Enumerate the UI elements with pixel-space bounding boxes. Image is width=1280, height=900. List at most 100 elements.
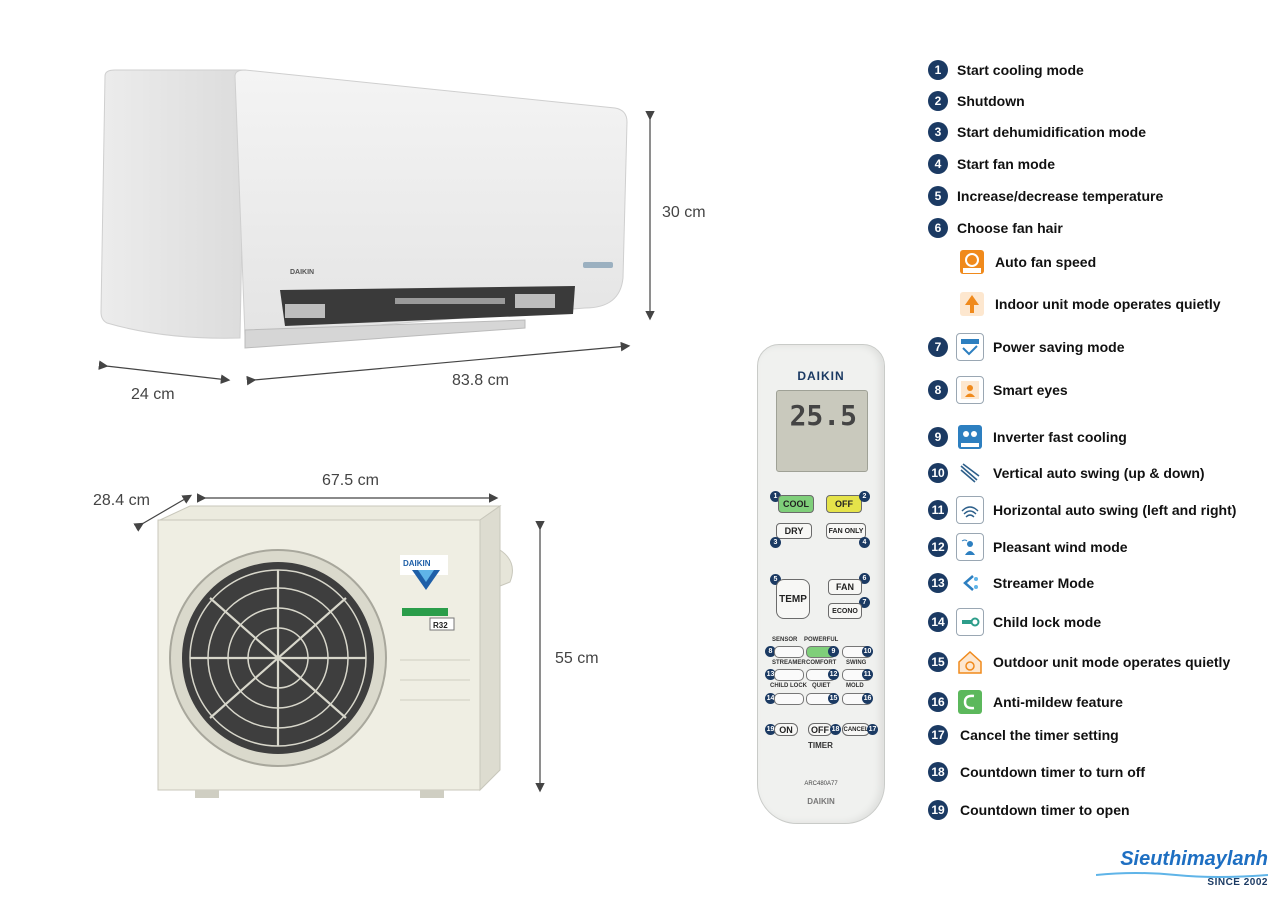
- refrigerant-label: R32: [433, 621, 448, 630]
- off-button[interactable]: OFF: [826, 495, 862, 513]
- vertical-swing-icon: [956, 459, 984, 487]
- legend-item-19: 19 Countdown timer to open: [928, 800, 1130, 820]
- legend-label: Start dehumidification mode: [957, 124, 1147, 140]
- outdoor-depth-label: 28.4 cm: [93, 492, 150, 509]
- legend-label: Smart eyes: [993, 382, 1068, 398]
- indoor-height-label: 30 cm: [662, 204, 706, 221]
- legend-label: Shutdown: [957, 93, 1025, 109]
- fan-button[interactable]: FAN: [828, 579, 862, 595]
- quiet-indoor-icon: [958, 290, 986, 318]
- temp-button[interactable]: TEMP: [776, 579, 810, 619]
- legend-label: Child lock mode: [993, 614, 1102, 630]
- legend-item-4: 4 Start fan mode: [928, 154, 1055, 174]
- remote-num-4: 4: [859, 537, 870, 548]
- legend-label: Countdown timer to turn off: [960, 764, 1146, 780]
- remote-num-9: 9: [828, 646, 839, 657]
- legend-item-auto-fan: Auto fan speed: [950, 248, 1096, 276]
- remote-num-8: 8: [765, 646, 776, 657]
- smart-eye-icon: [956, 376, 984, 404]
- legend-item-7: 7 Power saving mode: [928, 333, 1124, 361]
- legend-item-14: 14 Child lock mode: [928, 608, 1101, 636]
- legend-badge: 18: [928, 762, 948, 782]
- remote-num-2: 2: [859, 491, 870, 502]
- remote-bottom-brand: DAIKIN: [807, 797, 835, 806]
- legend-item-1: 1 Start cooling mode: [928, 60, 1084, 80]
- legend-item-16: 16 Anti-mildew feature: [928, 688, 1123, 716]
- logo-name: Sieuthimaylanh: [1120, 848, 1268, 870]
- inverter-icon: [956, 423, 984, 451]
- legend-label: Outdoor unit mode operates quietly: [993, 654, 1231, 670]
- timer-on-button[interactable]: ON: [774, 723, 798, 736]
- remote-brand: DAIKIN: [797, 369, 845, 383]
- remote-num-19: 19: [765, 724, 776, 735]
- legend-item-12: 12 Pleasant wind mode: [928, 533, 1128, 561]
- key-icon: [956, 608, 984, 636]
- legend-badge: 19: [928, 800, 948, 820]
- swing-label: SWING: [846, 660, 867, 666]
- legend-badge: 14: [928, 612, 948, 632]
- child-lock-label: CHILD LOCK: [770, 683, 807, 689]
- cool-button[interactable]: COOL: [778, 495, 814, 513]
- legend-item-9: 9 Inverter fast cooling: [928, 423, 1127, 451]
- dry-button[interactable]: DRY: [776, 523, 812, 539]
- sensor-button[interactable]: [774, 646, 804, 658]
- outdoor-brand: DAIKIN: [403, 559, 431, 568]
- indoor-brand: DAIKIN: [290, 269, 314, 276]
- remote-num-14: 14: [765, 693, 776, 704]
- remote-num-17: 17: [867, 724, 878, 735]
- legend-label: Choose fan hair: [957, 220, 1063, 236]
- legend-badge: 17: [928, 725, 948, 745]
- quiet-label: QUIET: [812, 683, 831, 689]
- indoor-unit: DAIKIN: [95, 68, 635, 358]
- legend-item-13: 13 Streamer Mode: [928, 569, 1094, 597]
- sensor-label: SENSOR: [772, 637, 798, 643]
- legend-item-17: 17 Cancel the timer setting: [928, 725, 1119, 745]
- legend-label: Vertical auto swing (up & down): [993, 465, 1205, 481]
- remote-num-18: 18: [830, 724, 841, 735]
- legend-item-quiet-indoor: Indoor unit mode operates quietly: [950, 290, 1221, 318]
- legend-badge: 16: [928, 692, 948, 712]
- fan-only-button[interactable]: FAN ONLY: [826, 523, 866, 539]
- econo-icon: [956, 333, 984, 361]
- horizontal-swing-icon: [956, 496, 984, 524]
- legend-label: Pleasant wind mode: [993, 539, 1128, 555]
- outdoor-unit: DAIKIN R32: [150, 500, 530, 810]
- remote-num-12: 12: [828, 669, 839, 680]
- streamer-button[interactable]: [774, 669, 804, 681]
- mildew-icon: [956, 688, 984, 716]
- legend-label: Inverter fast cooling: [993, 429, 1127, 445]
- outdoor-width-label: 67.5 cm: [322, 472, 379, 489]
- outdoor-height-label: 55 cm: [555, 650, 599, 667]
- remote-num-6: 6: [859, 573, 870, 584]
- legend-label: Anti-mildew feature: [993, 694, 1123, 710]
- legend-label: Indoor unit mode operates quietly: [995, 296, 1221, 312]
- legend-badge: 10: [928, 463, 948, 483]
- auto-fan-icon: [958, 248, 986, 276]
- child-lock-button[interactable]: [774, 693, 804, 705]
- remote-num-11: 11: [862, 669, 873, 680]
- legend-item-2: 2 Shutdown: [928, 91, 1025, 111]
- remote-num-15: 15: [828, 693, 839, 704]
- powerful-label: POWERFUL: [804, 637, 839, 643]
- timer-cancel-button[interactable]: CANCEL: [842, 723, 870, 736]
- logo-since: SINCE 2002: [1207, 877, 1268, 888]
- remote-num-16: 16: [862, 693, 873, 704]
- comfort-wind-icon: [956, 533, 984, 561]
- legend-badge: 13: [928, 573, 948, 593]
- legend-badge: 3: [928, 122, 948, 142]
- remote-num-10: 10: [862, 646, 873, 657]
- indoor-dimension-lines: [0, 0, 720, 420]
- remote-temp-display: 25.5: [789, 399, 857, 432]
- legend-badge: 7: [928, 337, 948, 357]
- econo-button[interactable]: ECONO: [828, 603, 862, 619]
- legend-badge: 1: [928, 60, 948, 80]
- timer-off-button[interactable]: OFF: [808, 723, 832, 736]
- legend-label: Countdown timer to open: [960, 802, 1130, 818]
- comfort-label: COMFORT: [806, 660, 837, 666]
- streamer-icon: [956, 569, 984, 597]
- remote-model: ARC480A77: [804, 781, 838, 787]
- quiet-outdoor-icon: [956, 648, 984, 676]
- remote-num-5: 5: [770, 574, 781, 585]
- legend-label: Power saving mode: [993, 339, 1125, 355]
- legend-badge: 9: [928, 427, 948, 447]
